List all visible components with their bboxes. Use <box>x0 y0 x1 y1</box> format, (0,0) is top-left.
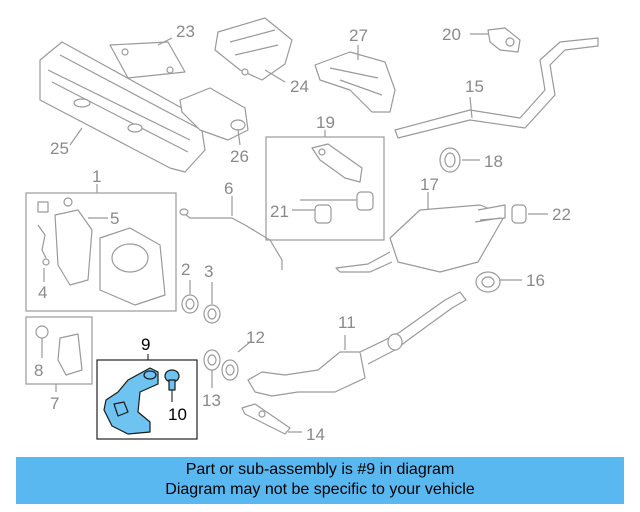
group-9-box <box>96 359 198 440</box>
part-20-hanger <box>470 27 521 53</box>
group-7-box <box>25 316 93 385</box>
part-2-gasket <box>181 280 199 314</box>
callout-3: 3 <box>204 262 213 281</box>
caption-line-1: Part or sub-assembly is #9 in diagram <box>185 461 455 478</box>
callout-23: 23 <box>176 22 195 41</box>
callout-22: 22 <box>552 205 571 224</box>
callout-27: 27 <box>349 26 368 45</box>
part-6-sensor <box>179 196 283 270</box>
part-26-bracket <box>179 87 249 146</box>
caption-line-2: Diagram may not be specific to your vehi… <box>165 481 475 498</box>
part-27-shield <box>314 45 396 113</box>
part-12-gasket <box>221 341 251 381</box>
part-21-rubber-mounts <box>292 191 374 224</box>
part-18-clamp <box>439 147 480 173</box>
part-11-front-pipe <box>247 291 467 397</box>
group-1-box <box>25 192 177 312</box>
callout-18: 18 <box>484 152 503 171</box>
callout-4: 4 <box>38 283 47 302</box>
callout-15: 15 <box>465 77 484 96</box>
callout-13: 13 <box>202 391 221 410</box>
part-19-bracket <box>311 143 363 183</box>
callout-21: 21 <box>270 202 289 221</box>
part-8-bracket <box>35 325 83 376</box>
callout-8: 8 <box>34 361 43 380</box>
callout-14: 14 <box>306 425 325 444</box>
callout-6: 6 <box>224 179 233 198</box>
part-3-gasket <box>203 282 221 324</box>
part-25-heat-shield <box>39 41 206 173</box>
callout-7: 7 <box>50 394 59 413</box>
callout-5: 5 <box>110 209 119 228</box>
part-10-bolt-highlighted <box>164 369 180 402</box>
part-22-mount <box>511 204 548 224</box>
part-9-bracket-highlighted <box>103 367 159 435</box>
part-23-bracket <box>109 37 186 79</box>
part-15-pipe <box>394 37 599 139</box>
callout-24: 24 <box>290 77 309 96</box>
callout-25: 25 <box>50 139 69 158</box>
callout-11: 11 <box>338 313 356 332</box>
exhaust-parts-diagram: 25 23 24 26 27 20 15 <box>25 17 599 444</box>
part-14-bracket <box>241 403 302 435</box>
part-17-rear-muffler <box>335 192 506 273</box>
callout-2: 2 <box>181 260 190 279</box>
part-16-clamp <box>475 271 522 293</box>
part-13-gasket <box>203 349 221 388</box>
callout-17: 17 <box>420 175 439 194</box>
part-1-catalytic-assembly <box>37 197 166 306</box>
info-caption-banner: Part or sub-assembly is #9 in diagram Di… <box>16 457 624 504</box>
callout-19: 19 <box>316 113 335 132</box>
callout-9: 9 <box>141 335 150 354</box>
callout-26: 26 <box>230 147 249 166</box>
callout-10: 10 <box>168 405 187 424</box>
callout-16: 16 <box>526 271 545 290</box>
part-24-shield <box>214 17 293 83</box>
callout-1: 1 <box>92 167 101 186</box>
callout-20: 20 <box>442 25 461 44</box>
callout-12: 12 <box>246 328 265 347</box>
